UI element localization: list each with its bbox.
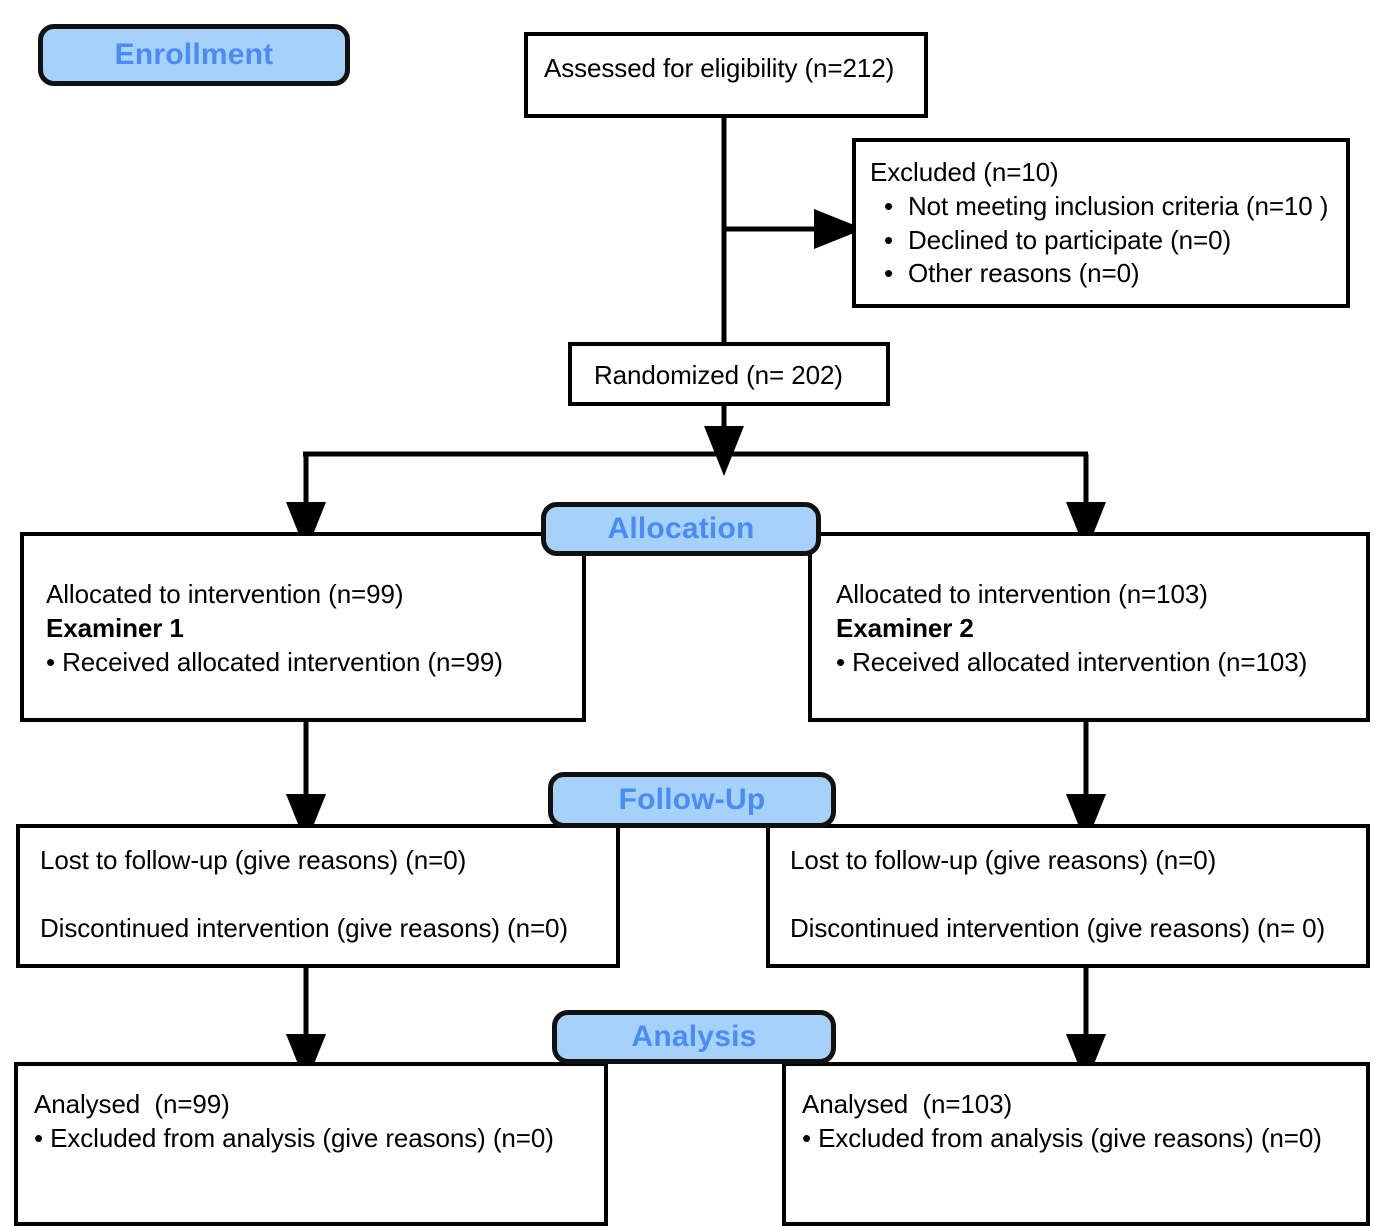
box-assessed-for-eligibility: Assessed for eligibility (n=212) [524, 32, 928, 118]
followup-right-line2: Discontinued intervention (give reasons)… [790, 912, 1326, 943]
allocated-right-line3: • Received allocated intervention (n=103… [836, 646, 1308, 677]
stage-badge-analysis: Analysis [552, 1010, 836, 1064]
assessed-text: Assessed for eligibility (n=212) [544, 53, 895, 83]
stage-badge-followup-label: Follow-Up [618, 783, 766, 816]
box-excluded: Excluded (n=10) • Not meeting inclusion … [852, 138, 1350, 308]
allocated-left-examiner: Examiner 1 [46, 612, 184, 643]
stage-badge-followup: Follow-Up [548, 772, 836, 828]
list-item: • Other reasons (n=0) [870, 257, 1346, 291]
box-followup-left: Lost to follow-up (give reasons) (n=0) D… [16, 824, 620, 968]
box-followup-right: Lost to follow-up (give reasons) (n=0) D… [766, 824, 1370, 968]
allocated-left-line3: • Received allocated intervention (n=99) [46, 646, 503, 677]
excluded-reason-list: • Not meeting inclusion criteria (n=10 )… [870, 190, 1346, 291]
analysis-left-line2: • Excluded from analysis (give reasons) … [34, 1122, 554, 1153]
analysis-left-line1: Analysed (n=99) [34, 1089, 230, 1119]
stage-badge-enrollment-label: Enrollment [114, 38, 274, 71]
stage-badge-allocation-label: Allocation [607, 512, 755, 545]
followup-left-spacer [40, 878, 616, 912]
stage-badge-enrollment: Enrollment [38, 24, 350, 86]
stage-badge-analysis-label: Analysis [631, 1020, 757, 1053]
excluded-reason-text: Declined to participate (n=0) [908, 224, 1232, 255]
excluded-heading: Excluded (n=10) [870, 157, 1059, 187]
box-randomized: Randomized (n= 202) [568, 342, 890, 406]
followup-right-line1: Lost to follow-up (give reasons) (n=0) [790, 845, 1217, 875]
excluded-reason-text: Other reasons (n=0) [908, 258, 1140, 289]
bullet-icon: • [884, 258, 894, 289]
bullet-icon: • [884, 224, 894, 255]
stage-badge-allocation: Allocation [541, 502, 821, 556]
allocated-right-line1: Allocated to intervention (n=103) [836, 579, 1208, 609]
analysis-right-line2: • Excluded from analysis (give reasons) … [802, 1122, 1322, 1153]
randomized-text: Randomized (n= 202) [594, 360, 843, 390]
box-allocated-left: Allocated to intervention (n=99) Examine… [20, 532, 586, 722]
box-allocated-right: Allocated to intervention (n=103) Examin… [808, 532, 1370, 722]
followup-right-spacer [790, 878, 1366, 912]
allocated-left-line1: Allocated to intervention (n=99) [46, 579, 404, 609]
box-analysis-right: Analysed (n=103) • Excluded from analysi… [782, 1062, 1370, 1226]
box-analysis-left: Analysed (n=99) • Excluded from analysis… [14, 1062, 608, 1226]
list-item: • Not meeting inclusion criteria (n=10 ) [870, 190, 1346, 224]
analysis-right-line1: Analysed (n=103) [802, 1089, 1013, 1119]
bullet-icon: • [884, 190, 894, 221]
followup-left-line2: Discontinued intervention (give reasons)… [40, 912, 568, 943]
excluded-reason-text: Not meeting inclusion criteria (n=10 ) [908, 190, 1329, 221]
list-item: • Declined to participate (n=0) [870, 224, 1346, 258]
allocated-right-examiner: Examiner 2 [836, 612, 974, 643]
followup-left-line1: Lost to follow-up (give reasons) (n=0) [40, 845, 467, 875]
